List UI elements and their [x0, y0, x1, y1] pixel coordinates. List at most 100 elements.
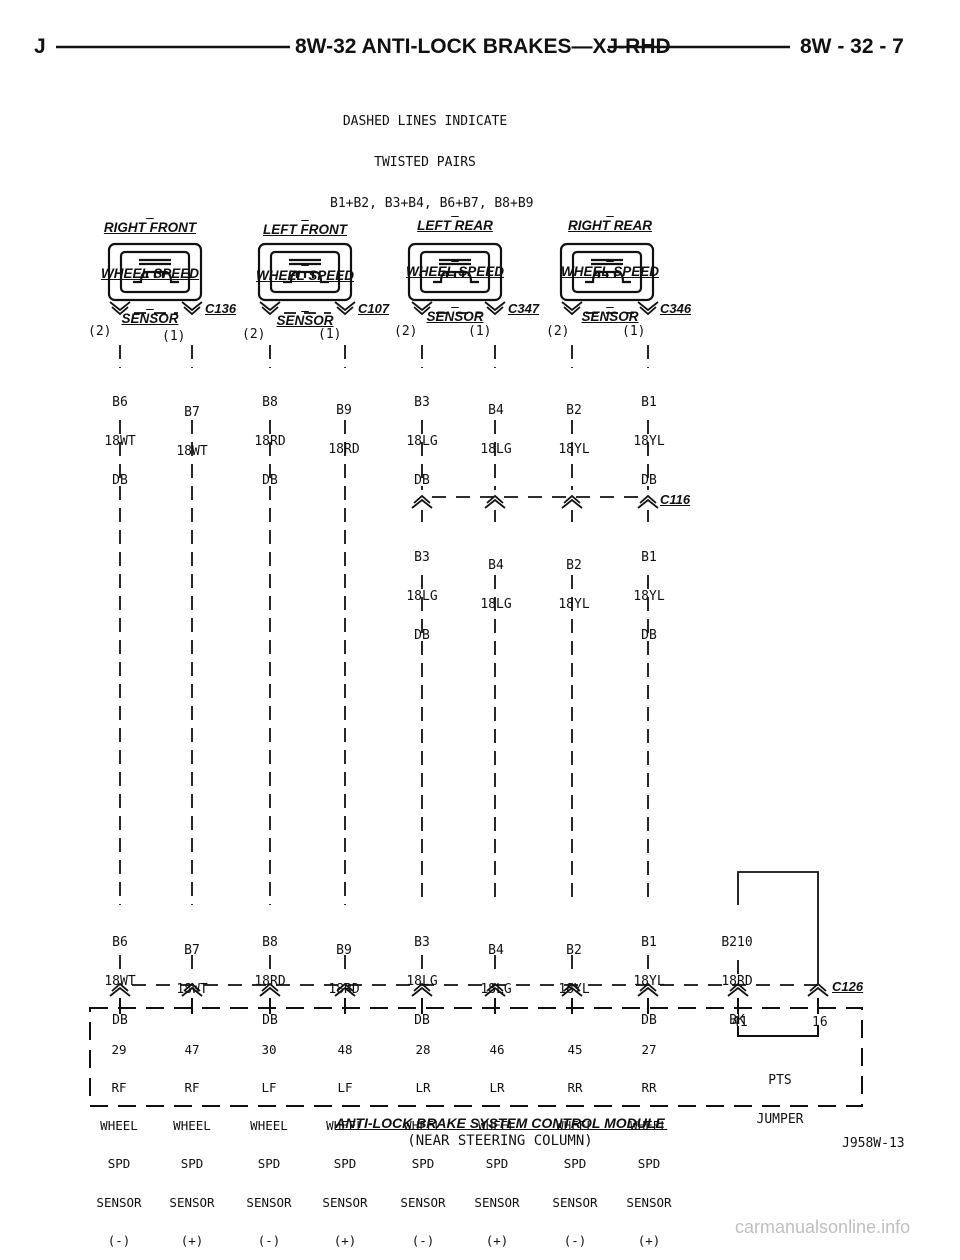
sensor-inner	[119, 250, 191, 294]
wire-gauge-color: 18YL	[558, 442, 590, 457]
module-pin-number: 45	[567, 1041, 583, 1057]
sensor-name-line: WHEEL SPEED	[255, 267, 355, 283]
module-pin-desc: SENSOR	[552, 1194, 598, 1210]
wire-tracer: DB	[414, 473, 430, 488]
module-pin-46: 46 LR WHEEL SPD SENSOR (+)	[462, 1018, 532, 1260]
sensor-coil-tick	[295, 272, 315, 278]
sensor-name-line: LEFT REAR	[417, 218, 493, 234]
connector-terminal-symbol	[727, 982, 749, 997]
module-pin-number: 27	[641, 1041, 657, 1057]
module-pin-desc: RF	[111, 1079, 127, 1095]
connector-terminal-symbol	[637, 301, 659, 316]
wire-circuit: B4	[488, 403, 504, 418]
wire-label-b4: B4 18LG	[474, 533, 518, 624]
connector-terminal-symbol	[181, 301, 203, 316]
pts-jumper-label: PTS JUMPER	[735, 1047, 825, 1140]
wire-circuit: B4	[488, 943, 504, 958]
module-pin-desc: SENSOR	[246, 1194, 292, 1210]
wire-gauge-color: 18YL	[558, 597, 590, 612]
module-pin-desc: SPD	[333, 1156, 357, 1172]
module-pin-desc: SPD	[411, 1156, 435, 1172]
connector-terminal-symbol	[109, 982, 131, 997]
module-pin-desc: SENSOR	[169, 1194, 215, 1210]
module-pin-number: 29	[111, 1041, 127, 1057]
wire-circuit: B7	[184, 943, 200, 958]
wire-circuit: B8	[262, 395, 278, 410]
wire-tracer: DB	[414, 628, 430, 643]
wire-circuit: B2	[566, 403, 582, 418]
module-pin-desc: WHEEL	[478, 1118, 516, 1133]
wire-label-b2: B2 18YL	[552, 533, 596, 624]
wire-tracer: DB	[641, 1013, 657, 1028]
pin-number: (2)	[394, 324, 418, 339]
wire-circuit: B4	[488, 558, 504, 573]
sensor-body	[257, 242, 353, 302]
wire-gauge-color: 18LG	[406, 589, 438, 604]
wire-circuit: B1	[641, 935, 657, 950]
pin-number: (2)	[88, 324, 112, 339]
pts-jumper-label-line: PTS	[768, 1072, 792, 1088]
pin-number: (2)	[242, 327, 266, 342]
pin-number: (1)	[318, 327, 342, 342]
connector-terminal-symbol	[411, 301, 433, 316]
module-name: ANTI-LOCK BRAKE SYSTEM CONTROL MODULE	[335, 1115, 665, 1131]
connector-terminal-symbol	[484, 494, 506, 509]
sensor-coil-tick	[597, 272, 617, 278]
module-pin-27: 27 RR WHEEL SPD SENSOR (+)	[614, 1018, 684, 1260]
wire-circuit: B210	[721, 935, 753, 950]
module-pin-number: 47	[184, 1041, 200, 1057]
module-pin-number: 46	[489, 1041, 505, 1057]
connector-id: C347	[508, 301, 540, 316]
wire-gauge-color: 18WT	[104, 434, 136, 449]
sensor-name-line: WHEEL SPEED	[100, 265, 200, 281]
sensor-name-left-front: LEFT FRONT WHEEL SPEED SENSOR	[240, 192, 370, 343]
module-pin-desc: WHEEL	[556, 1118, 594, 1133]
connector-id: C346	[660, 301, 692, 316]
module-pin-desc: SPD	[637, 1156, 661, 1172]
wire-circuit: B9	[336, 943, 352, 958]
module-pin-desc: LR	[489, 1079, 505, 1095]
sensor-coil-tick	[445, 272, 465, 278]
header-letter: J	[34, 35, 46, 58]
wire-circuit: B8	[262, 935, 278, 950]
module-pin-desc: RR	[641, 1079, 657, 1095]
sensor-name-line: LEFT FRONT	[263, 222, 347, 238]
connector-terminal-symbol	[411, 982, 433, 997]
wire-label-b210: B210 18RD BK	[715, 910, 759, 1040]
module-pin-desc: SENSOR	[626, 1194, 672, 1210]
module-pin-desc: SPD	[485, 1156, 509, 1172]
module-pin-desc: SENSOR	[96, 1194, 142, 1210]
module-pin-desc: SENSOR	[322, 1194, 368, 1210]
connector-terminal-symbol	[109, 301, 131, 316]
wire-circuit: B3	[414, 395, 430, 410]
wire-circuit: B3	[414, 935, 430, 950]
sensor-inner	[419, 250, 491, 294]
wire-tracer: DB	[641, 473, 657, 488]
connector-id: C136	[205, 301, 237, 316]
module-pin-desc: SENSOR	[474, 1194, 520, 1210]
wire-label-b6: B6 18WT DB	[98, 370, 142, 500]
connector-id-c126: C126	[832, 979, 864, 994]
wire-circuit: B2	[566, 558, 582, 573]
wire-label-b7: B7 18WT	[170, 918, 214, 1009]
module-pin-desc: WHEEL	[250, 1118, 288, 1133]
connector-terminal-symbol	[484, 982, 506, 997]
wheel-speed-sensor-symbol	[257, 242, 353, 302]
connector-terminal-symbol	[637, 982, 659, 997]
module-pin-number: 48	[337, 1041, 353, 1057]
pts-jumper-label-line: JUMPER	[756, 1112, 804, 1128]
wire-gauge-color: 18YL	[633, 434, 665, 449]
wire-gauge-color: 18LG	[406, 434, 438, 449]
figure-id: J958W-13	[842, 1136, 905, 1151]
header-title: 8W-32 ANTI-LOCK BRAKES—XJ-RHD	[295, 35, 671, 58]
wire-label-b2: B2 18YL	[552, 378, 596, 469]
sensor-inner	[269, 250, 341, 294]
module-location: (NEAR STEERING COLUMN)	[407, 1133, 593, 1149]
sensor-body	[107, 242, 203, 302]
wire-gauge-color: 18RD	[254, 434, 286, 449]
wire-circuit: B3	[414, 550, 430, 565]
wire-circuit: B6	[112, 395, 128, 410]
jumper-wire	[737, 871, 819, 985]
module-pin-desc: SPD	[563, 1156, 587, 1172]
module-pin-desc: WHEEL	[630, 1118, 668, 1133]
